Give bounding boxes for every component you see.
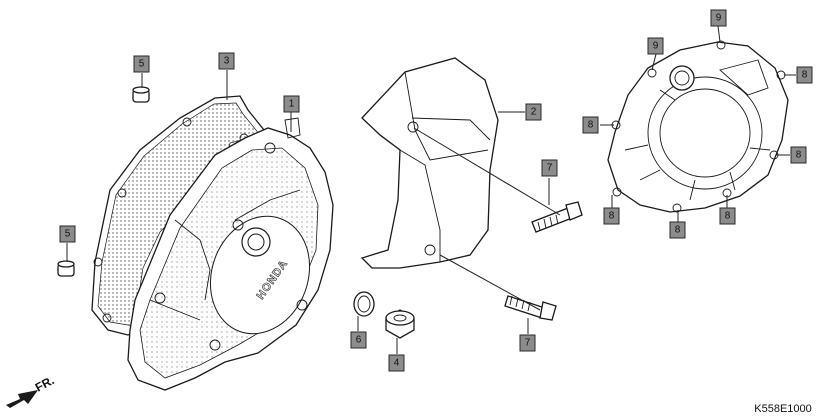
svg-text:5: 5 <box>65 229 71 240</box>
callout-8-bottom-right: 8 <box>719 207 736 225</box>
svg-text:2: 2 <box>531 107 537 118</box>
callout-3: 3 <box>218 52 235 70</box>
callout-9-top: 9 <box>710 9 727 27</box>
svg-text:8: 8 <box>588 120 594 131</box>
callout-1: 1 <box>283 95 300 113</box>
svg-text:3: 3 <box>224 56 230 67</box>
callout-4: 4 <box>388 354 405 372</box>
svg-text:1: 1 <box>289 99 295 110</box>
callout-2: 2 <box>525 103 542 121</box>
bolt-lower <box>504 295 557 321</box>
callout-8-bottom-mid: 8 <box>669 221 686 239</box>
callout-7-lower: 7 <box>519 334 536 352</box>
diagram-code: K558E1000 <box>754 403 812 415</box>
plug-part-4 <box>385 309 415 339</box>
svg-text:8: 8 <box>802 70 808 81</box>
stator-cover <box>607 40 789 213</box>
dowel-pin-lower <box>57 260 75 277</box>
callout-9-left: 9 <box>647 37 664 55</box>
svg-text:8: 8 <box>675 225 681 236</box>
sprocket-cover-part-2 <box>360 57 499 269</box>
left-cover-part-1: HONDA <box>127 117 334 391</box>
svg-text:6: 6 <box>356 335 362 346</box>
front-arrow-icon <box>6 390 38 408</box>
svg-text:9: 9 <box>716 13 722 24</box>
callout-7-upper: 7 <box>541 159 558 177</box>
svg-text:7: 7 <box>525 338 531 349</box>
svg-text:8: 8 <box>609 211 615 222</box>
dowel-pin-upper <box>132 86 150 103</box>
callout-8-right-lower: 8 <box>790 146 807 164</box>
o-ring-part-6 <box>353 291 375 317</box>
callout-8-right-upper: 8 <box>796 66 813 84</box>
svg-text:8: 8 <box>796 150 802 161</box>
svg-text:9: 9 <box>653 41 659 52</box>
leader-lines <box>66 25 796 354</box>
callout-5-lower: 5 <box>59 225 76 243</box>
svg-text:5: 5 <box>139 59 145 70</box>
callout-5-upper: 5 <box>133 55 150 73</box>
bolt-upper <box>531 201 583 233</box>
svg-text:7: 7 <box>547 163 553 174</box>
callout-8-bottom-left: 8 <box>603 207 620 225</box>
callout-8-left: 8 <box>582 116 599 134</box>
front-direction-indicator: FR. <box>6 373 56 408</box>
svg-text:4: 4 <box>394 358 400 369</box>
callout-6: 6 <box>350 331 367 349</box>
svg-text:8: 8 <box>725 211 731 222</box>
